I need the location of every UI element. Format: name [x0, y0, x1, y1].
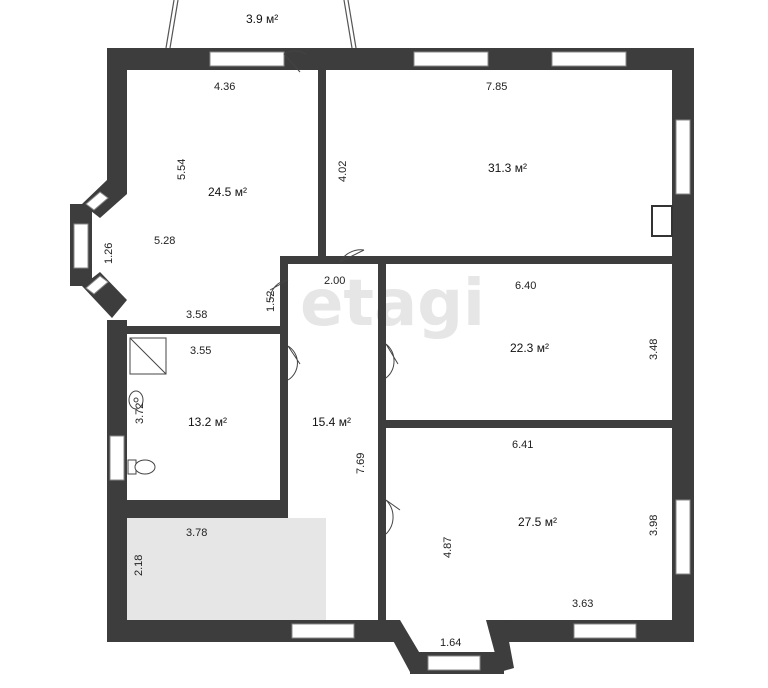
dim-2-00: 2.00 [324, 275, 345, 287]
dim-4-02: 4.02 [337, 161, 349, 182]
dim-3-63: 3.63 [572, 598, 593, 610]
dim-7-85: 7.85 [486, 81, 507, 93]
dim-3-98: 3.98 [648, 515, 660, 536]
balcony-outline [165, 0, 357, 49]
room-bottom-area: 27.5 м² [518, 515, 557, 529]
interior-walls [120, 66, 680, 628]
balcony-area: 3.9 м² [246, 12, 278, 26]
dim-5-28: 5.28 [154, 235, 175, 247]
dim-4-36: 4.36 [214, 81, 235, 93]
dim-6-40: 6.40 [515, 280, 536, 292]
dim-6-41: 6.41 [512, 439, 533, 451]
dim-4-87: 4.87 [442, 537, 454, 558]
shower-icon [129, 337, 167, 375]
windows [73, 51, 691, 671]
dim-1-52: 1.52 [265, 291, 277, 312]
room-mid-area: 22.3 м² [510, 341, 549, 355]
sink-icon [128, 390, 144, 410]
doors [269, 50, 401, 535]
watermark: etagi [300, 267, 485, 341]
dim-5-54: 5.54 [176, 159, 188, 180]
dim-1-26: 1.26 [103, 243, 115, 264]
hall-area: 15.4 м² [312, 415, 351, 429]
dim-7-69: 7.69 [355, 453, 367, 474]
dim-3-48: 3.48 [648, 339, 660, 360]
dim-3-55: 3.55 [190, 345, 211, 357]
bathroom-area: 13.2 м² [188, 415, 227, 429]
dim-3-72: 3.72 [134, 403, 146, 424]
terrace-area [126, 518, 326, 620]
living-area: 31.3 м² [488, 161, 527, 175]
toilet-icon [127, 459, 156, 475]
dim-2-18: 2.18 [133, 555, 145, 576]
dim-3-78: 3.78 [186, 527, 207, 539]
fireplace-icon [651, 205, 673, 237]
dim-1-64: 1.64 [440, 637, 461, 649]
bedroom-left-area: 24.5 м² [208, 185, 247, 199]
dim-3-58: 3.58 [186, 309, 207, 321]
